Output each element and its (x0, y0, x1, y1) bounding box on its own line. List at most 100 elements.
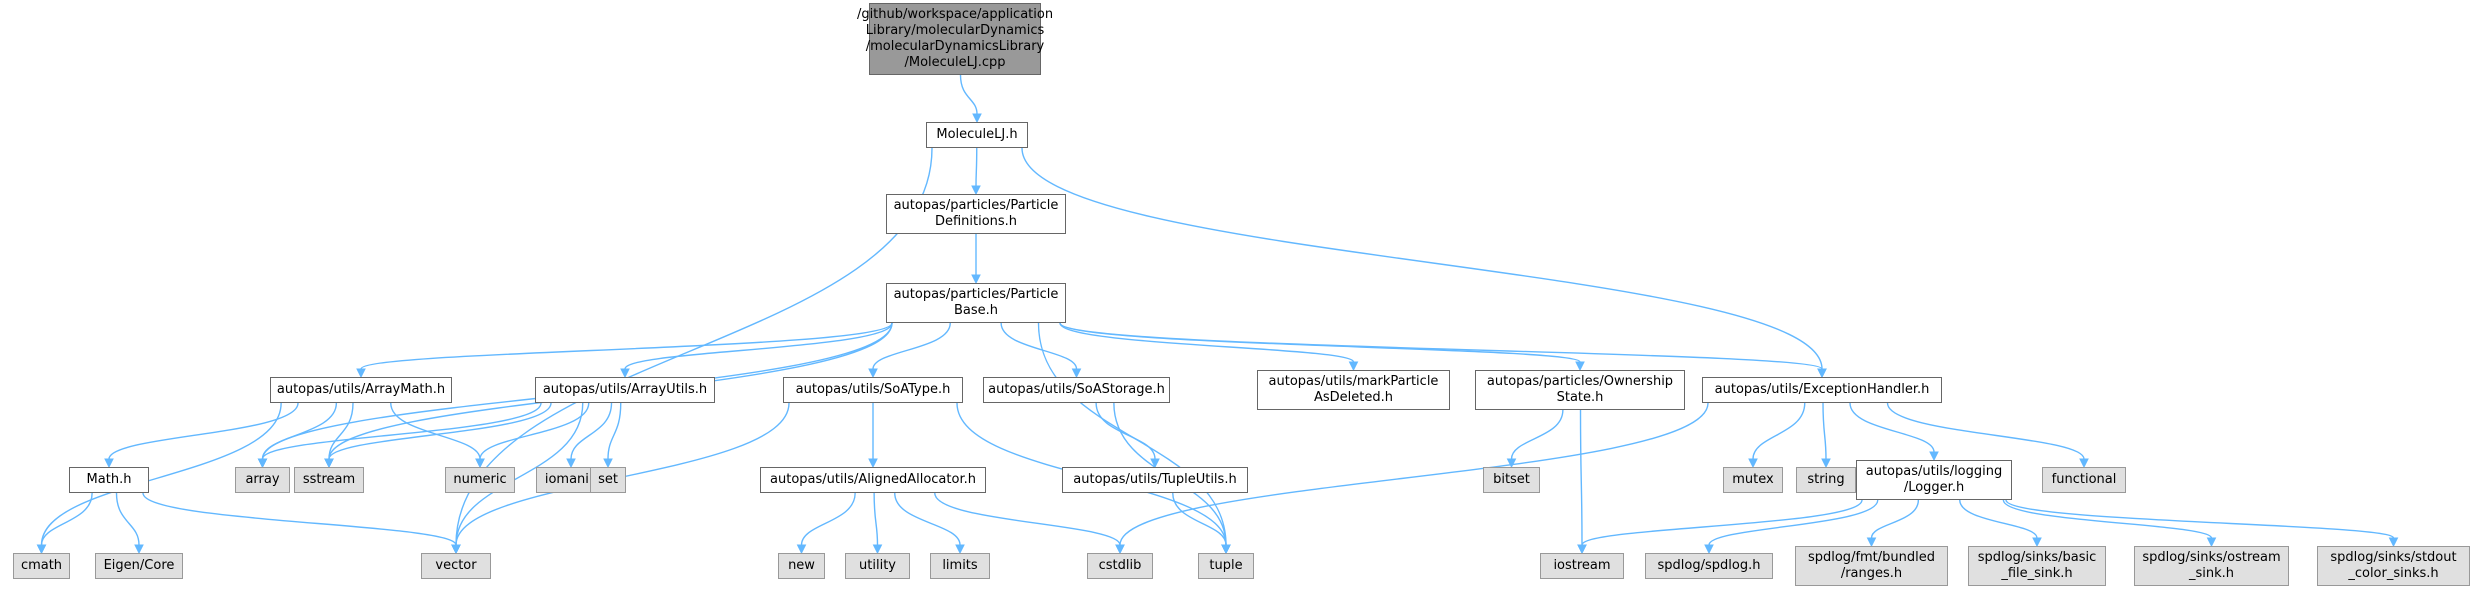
node-aligned-allocator[interactable]: autopas/utils/AlignedAllocator.h (760, 467, 986, 493)
edge-ownership-state-to-iostream (1579, 409, 1583, 546)
node-label-line: AsDeleted.h (1313, 390, 1393, 405)
edge-arrowhead (104, 458, 114, 469)
node-label-line: Definitions.h (934, 214, 1018, 229)
edge-arrowhead (1150, 458, 1160, 469)
node-functional: functional (2042, 467, 2126, 493)
node-label-line: autopas/utils/SoAStorage.h (988, 382, 1165, 397)
node-array-math[interactable]: autopas/utils/ArrayMath.h (270, 377, 452, 403)
edge-array-math-to-sstream (328, 402, 354, 460)
edge-arrowhead (324, 458, 334, 469)
node-utility: utility (845, 553, 910, 579)
node-label-line: /Logger.h (1903, 480, 1965, 495)
node-math-h[interactable]: Math.h (69, 467, 149, 493)
node-sstream: sstream (294, 467, 364, 493)
edge-exception-handler-to-string (1822, 402, 1827, 460)
node-label-line: spdlog/fmt/bundled (1807, 550, 1936, 565)
node-eigen-core: Eigen/Core (95, 553, 183, 579)
edge-arrowhead (566, 458, 576, 469)
node-label-line: iostream (1553, 558, 1611, 573)
edge-arrowhead (1704, 544, 1714, 555)
edge-arrowhead (1115, 544, 1125, 555)
node-moleculelj-h[interactable]: MoleculeLJ.h (926, 122, 1028, 148)
edge-arrowhead (36, 544, 47, 555)
edge-moleculelj-h-to-exception-handler (1021, 147, 1823, 370)
edge-logger-to-fmt-ranges (1870, 499, 1920, 539)
edge-aligned-allocator-to-cstdlib (934, 492, 1121, 546)
node-label-line: string (1807, 472, 1845, 487)
edge-particle-base-to-array-math (360, 322, 893, 370)
node-label-line: Library/molecularDynamics (865, 23, 1045, 38)
node-set: set (590, 467, 626, 493)
node-limits: limits (930, 553, 990, 579)
edge-arrowhead (872, 544, 883, 555)
node-label-line: _file_sink.h (2001, 566, 2073, 581)
edge-arrowhead (1821, 458, 1831, 469)
edge-particle-base-to-mark-particle (1059, 322, 1355, 363)
edge-logger-to-basic-file-sink (1959, 499, 2038, 539)
node-label-line: spdlog/sinks/basic (1977, 550, 2097, 565)
node-soa-storage[interactable]: autopas/utils/SoAStorage.h (983, 377, 1170, 403)
node-label-line: spdlog/spdlog.h (1657, 558, 1761, 573)
edge-logger-to-stdout-color-sinks (2005, 499, 2395, 539)
edge-math-h-to-cmath (40, 492, 93, 546)
node-vector: vector (421, 553, 491, 579)
node-label-line: new (788, 558, 815, 573)
edge-arrowhead (356, 368, 366, 379)
edge-array-utils-to-set (607, 402, 622, 460)
node-ostream-sink: spdlog/sinks/ostream_sink.h (2134, 546, 2289, 586)
node-label-line: cstdlib (1098, 558, 1142, 573)
node-label-line: mutex (1732, 472, 1774, 487)
node-label-line: autopas/utils/SoAType.h (795, 382, 951, 397)
edge-array-utils-to-array (261, 402, 542, 460)
edge-exception-handler-to-logger (1849, 402, 1935, 453)
edge-arrowhead (971, 274, 981, 285)
edge-exception-handler-to-mutex (1752, 402, 1806, 460)
edge-array-utils-to-iomanip (570, 402, 613, 460)
node-label-line: autopas/utils/ArrayUtils.h (542, 382, 708, 397)
node-basic-file-sink: spdlog/sinks/basic_file_sink.h (1968, 546, 2106, 586)
node-label-line: spdlog/sinks/stdout (2330, 550, 2457, 565)
edge-arrowhead (1748, 458, 1758, 469)
node-iostream: iostream (1540, 553, 1624, 579)
edge-arrowhead (2388, 537, 2399, 548)
node-numeric: numeric (445, 467, 515, 493)
edge-aligned-allocator-to-new (800, 492, 856, 546)
node-label-line: bitset (1493, 472, 1530, 487)
edge-array-utils-to-vector (455, 402, 584, 546)
node-label-line: limits (942, 558, 978, 573)
edge-particle-base-to-exception-handler (1059, 322, 1823, 370)
node-label-line: cmath (20, 558, 63, 573)
edge-arrowhead (1817, 368, 1827, 379)
edge-particle-base-to-array-utils (624, 322, 893, 370)
node-array-utils[interactable]: autopas/utils/ArrayUtils.h (535, 377, 715, 403)
node-label-line: Math.h (86, 472, 132, 487)
node-cmath: cmath (13, 553, 70, 579)
node-label-line: /github/workspace/application (856, 7, 1054, 22)
node-label-line: MoleculeLJ.h (936, 127, 1018, 142)
edge-particle-base-to-soa-type (872, 322, 951, 370)
edge-arrowhead (2206, 537, 2217, 548)
node-soa-type[interactable]: autopas/utils/SoAType.h (783, 377, 963, 403)
edge-arrowhead (1071, 368, 1082, 379)
node-tuple-utils[interactable]: autopas/utils/TupleUtils.h (1062, 467, 1248, 493)
edge-tuple-utils-to-tuple (1172, 492, 1227, 546)
edge-arrowhead (868, 368, 878, 379)
node-logger[interactable]: autopas/utils/logging/Logger.h (1856, 460, 2012, 500)
node-exception-handler[interactable]: autopas/utils/ExceptionHandler.h (1702, 377, 1942, 403)
node-label-line: autopas/utils/ArrayMath.h (276, 382, 446, 397)
edge-logger-to-iostream (1581, 499, 1863, 546)
node-label-line: functional (2051, 472, 2117, 487)
node-label-line: tuple (1209, 558, 1243, 573)
node-tuple: tuple (1198, 553, 1254, 579)
edge-arrowhead (603, 458, 613, 469)
edge-array-utils-to-numeric (479, 402, 590, 460)
edge-logger-to-ostream-sink (2002, 499, 2213, 539)
edge-arrowhead (475, 458, 485, 469)
